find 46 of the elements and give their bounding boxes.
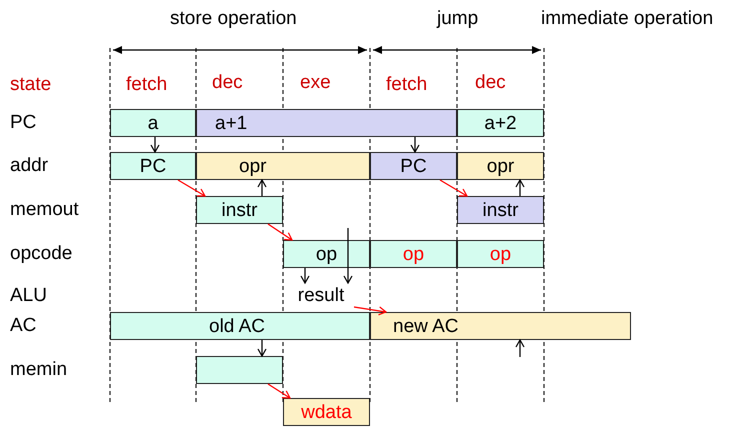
register-box: instr: [457, 196, 544, 224]
register-box: a: [110, 109, 196, 137]
register-box: op: [457, 240, 544, 268]
arrow: [268, 384, 291, 399]
register-box: wdata: [283, 398, 370, 426]
arrow: [257, 179, 267, 196]
arrow: [440, 179, 468, 197]
register-box: old AC: [110, 312, 370, 340]
row-label: opcode: [10, 243, 72, 265]
row-label: PC: [10, 112, 36, 134]
register-box: new AC: [370, 312, 631, 340]
row-label: memin: [10, 359, 68, 381]
arrow: [257, 340, 267, 357]
register-box: PC: [370, 152, 457, 180]
register-box: a+2: [457, 109, 544, 137]
state-label: dec: [475, 72, 506, 94]
register-box: instr: [196, 196, 283, 224]
register-box: op: [283, 240, 370, 268]
register-box: PC: [110, 152, 196, 180]
empty-box: [196, 356, 283, 384]
state-label: exe: [300, 72, 331, 94]
register-box: opr: [457, 152, 544, 180]
state-label: dec: [212, 72, 243, 94]
arrow: [268, 224, 293, 241]
arrow: [150, 137, 160, 153]
arrow: [515, 179, 525, 196]
arrow: [515, 339, 525, 357]
arrow: [178, 179, 206, 197]
row-label: addr: [10, 155, 48, 177]
section-label: jump: [437, 8, 478, 30]
section-label: store operation: [170, 8, 297, 30]
register-box: opr: [196, 152, 370, 180]
arrow: [354, 306, 387, 316]
section-label: immediate operation: [541, 8, 714, 30]
register-box: op: [370, 240, 457, 268]
arrow: [343, 228, 353, 284]
register-box: a+1: [196, 109, 457, 137]
state-label: fetch: [386, 74, 428, 96]
row-label: memout: [10, 199, 79, 221]
row-label: ALU: [10, 285, 47, 307]
arrow: [410, 137, 420, 153]
signal-text: result: [290, 283, 352, 307]
arrow: [300, 268, 310, 284]
state-label: fetch: [126, 74, 168, 96]
row-label: AC: [10, 315, 36, 337]
state-label: state: [10, 74, 52, 96]
